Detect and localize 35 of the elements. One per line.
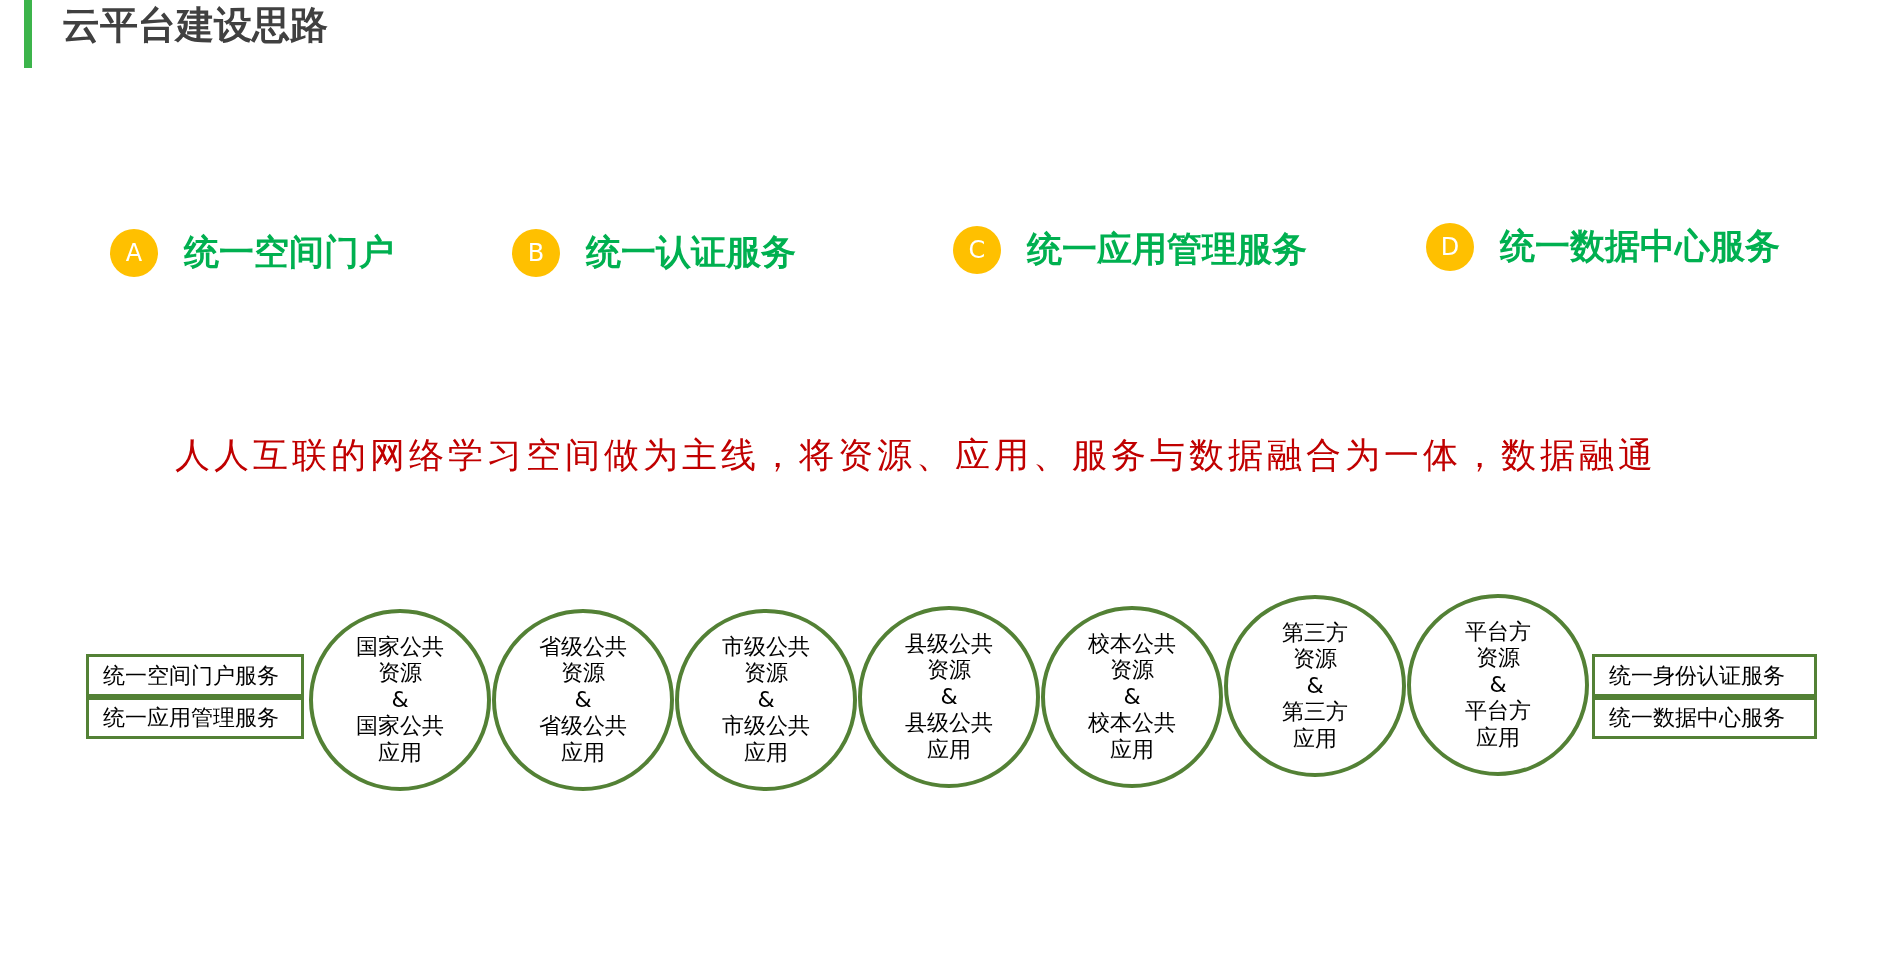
letter-badge: D: [1426, 223, 1474, 271]
heading: 统一认证服务: [586, 231, 796, 274]
circle-text: 市级公共应用: [722, 713, 810, 766]
circle-text: 平台方资源: [1465, 619, 1531, 672]
heading: 统一应用管理服务: [1027, 228, 1307, 271]
service-box: 统一数据中心服务: [1592, 697, 1817, 739]
circle-text: 校本公共应用: [1088, 710, 1176, 763]
circle-text: 国家公共应用: [356, 713, 444, 766]
circle-text: &: [1488, 671, 1508, 699]
circle-text: 县级公共资源: [905, 631, 993, 684]
title: 云平台建设思路: [62, 2, 328, 49]
letter-badge: C: [953, 226, 1001, 274]
circle-text: 平台方应用: [1465, 698, 1531, 751]
circle-text: 省级公共应用: [539, 713, 627, 766]
circle-text: &: [756, 686, 776, 714]
circle-text: &: [1122, 683, 1142, 711]
letter-badge: A: [110, 229, 158, 277]
service-box: 统一身份认证服务: [1592, 654, 1817, 697]
circle-text: 第三方应用: [1282, 699, 1348, 752]
heading: 统一空间门户: [184, 231, 394, 274]
circle-text: 国家公共资源: [356, 634, 444, 687]
circle-text: &: [390, 686, 410, 714]
main-statement: 人人互联的网络学习空间做为主线，将资源、应用、服务与数据融合为一体，数据融通: [175, 434, 1657, 477]
service-box: 统一应用管理服务: [86, 697, 304, 739]
letter-badge: B: [512, 229, 560, 277]
circle-text: &: [573, 686, 593, 714]
service-box: 统一空间门户服务: [86, 654, 304, 697]
circle-text: 校本公共资源: [1088, 631, 1176, 684]
circle-text: 省级公共资源: [539, 634, 627, 687]
circle-text: 市级公共资源: [722, 634, 810, 687]
circle-text: &: [1305, 672, 1325, 700]
circle-text: 县级公共应用: [905, 710, 993, 763]
circle-text: &: [939, 683, 959, 711]
heading: 统一数据中心服务: [1500, 225, 1780, 268]
circle-text: 第三方资源: [1282, 620, 1348, 673]
